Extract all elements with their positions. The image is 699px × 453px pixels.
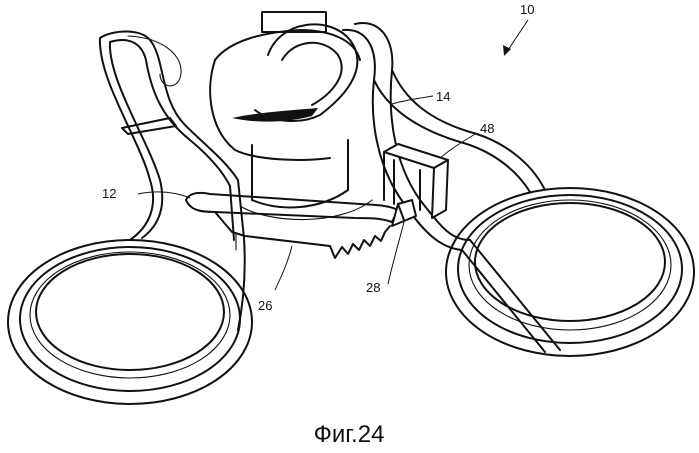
label-body-part: 14 (436, 89, 450, 104)
rack-arm (186, 193, 398, 258)
reference-leaders (138, 20, 528, 290)
label-clip: 48 (480, 121, 494, 136)
figure-caption: Фиг.24 (314, 421, 385, 448)
left-finger-ring (8, 240, 252, 404)
label-rack-arm: 26 (258, 298, 272, 313)
label-pawl: 28 (366, 280, 380, 295)
left-arm (100, 32, 245, 331)
right-arm (343, 23, 560, 352)
clip (384, 144, 448, 218)
label-left-arm: 12 (102, 186, 116, 201)
center-hub (210, 12, 372, 220)
right-finger-ring (446, 188, 694, 356)
label-assembly: 10 (520, 2, 534, 17)
